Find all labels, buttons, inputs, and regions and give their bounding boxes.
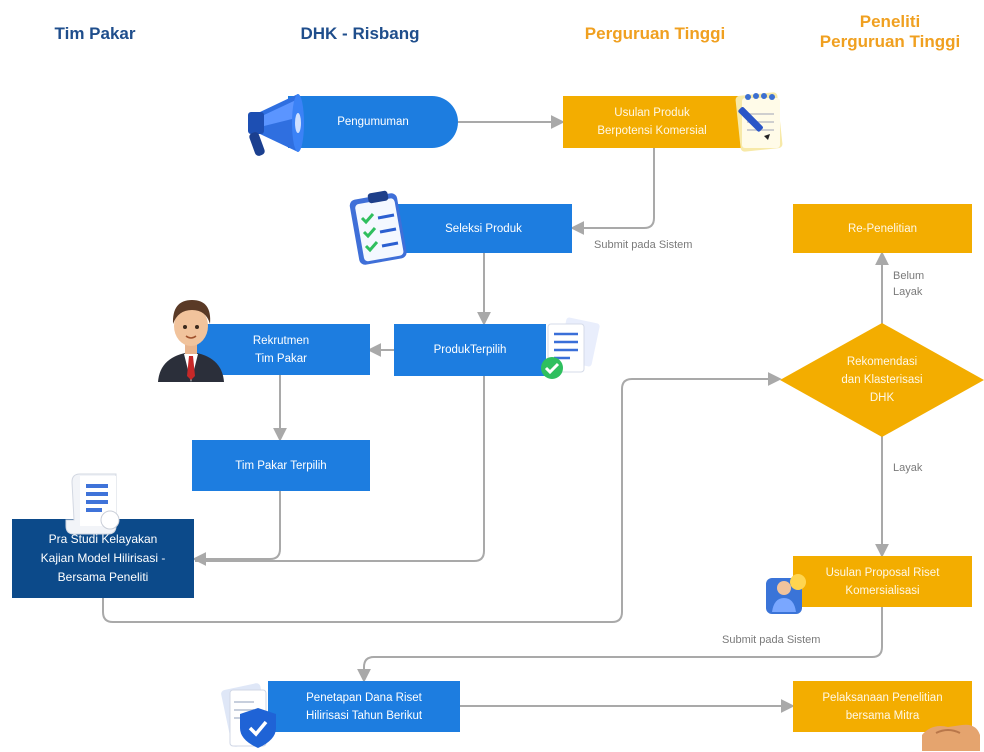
node-penetapan-line1: Penetapan Dana Riset [306,691,422,704]
node-seleksi-produk: Seleksi Produk [395,204,572,253]
node-pra-studi-line3: Bersama Peneliti [57,570,149,584]
node-re-penelitian-label: Re-Penelitian [847,222,918,235]
node-re-penelitian: Re-Penelitian [793,204,972,253]
handshake-icon [922,724,980,751]
edge-label-submit-1: Submit pada Sistem [594,239,693,251]
node-penetapan: Penetapan Dana Riset Hilirisasi Tahun Be… [268,681,460,732]
node-pra-studi-line1: Pra Studi Kelayakan [48,532,158,546]
researcher-icon [766,574,806,614]
node-usulan-proposal: Usulan Proposal Riset Komersialisasi [793,556,972,607]
edge-label-belum-layak: Belum Layak [893,268,924,300]
businessman-avatar-icon [158,300,224,382]
edge-label-layak: Layak [893,462,923,474]
shield-document-icon [221,683,276,748]
lane-header-peneliti: Peneliti Perguruan Tinggi [800,12,980,52]
megaphone-icon [248,94,304,156]
node-produk-terpilih: ProdukTerpilih [394,324,546,376]
node-rekrutmen-line2: Tim Pakar [255,352,307,365]
node-pra-studi-line2: Kajian Model Hilirisasi - [40,551,166,565]
edge-label-submit-2: Submit pada Sistem [722,634,821,646]
node-tim-pakar-terpilih: Tim Pakar Terpilih [192,440,370,491]
lane-header-tim-pakar: Tim Pakar [54,24,136,43]
node-produk-terpilih-label: ProdukTerpilih [433,344,507,356]
node-pra-studi: Pra Studi Kelayakan Kajian Model Hiliris… [12,519,194,598]
node-pengumuman: Pengumuman [288,96,458,148]
lane-header-peneliti-line1: Peneliti [859,12,921,31]
node-rekomendasi: Rekomendasi dan Klasterisasi DHK [810,345,954,415]
edge-label-belum-line2: Layak [893,286,923,298]
node-rekomendasi-line2: dan Klasterisasi [841,374,923,386]
lane-header-dhk-risbang: DHK - Risbang [300,24,420,43]
edge-prastudi-to-rekomendasi [102,372,782,623]
node-rekrutmen-line1: Rekrutmen [252,334,310,347]
node-rekomendasi-line3: DHK [869,392,895,404]
clipboard-checklist-icon [349,190,407,265]
node-usulan-produk-line2: Berpotensi Komersial [597,125,707,137]
node-penetapan-line2: Hilirisasi Tahun Berikut [305,709,423,722]
lane-header-perguruan-tinggi: Perguruan Tinggi [584,24,726,43]
node-rekomendasi-diamond [780,323,984,437]
documents-check-icon [541,317,600,379]
edge-usulan-to-seleksi [570,148,655,235]
node-rekrutmen: Rekrutmen Tim Pakar [192,324,370,375]
node-rekomendasi-line1: Rekomendasi [846,356,918,368]
node-usulan-produk: Usulan Produk Berpotensi Komersial [563,96,741,148]
receipt-scroll-icon [65,473,120,535]
node-pengumuman-label: Pengumuman [337,116,409,128]
edge-produk-to-prastudi [195,376,485,562]
node-pelaksanaan: Pelaksanaan Penelitian bersama Mitra [793,681,972,732]
node-usulan-proposal-line1: Usulan Proposal Riset [825,566,940,579]
node-usulan-produk-line1: Usulan Produk [614,107,690,119]
lane-header-peneliti-line2: Perguruan Tinggi [819,32,961,51]
notepad-icon [735,92,783,152]
edge-timpakar-to-prastudi [192,491,281,566]
node-pelaksanaan-line1: Pelaksanaan Penelitian [822,691,943,704]
node-usulan-proposal-line2: Komersialisasi [845,584,920,597]
node-seleksi-produk-label: Seleksi Produk [445,222,522,235]
node-pelaksanaan-line2: bersama Mitra [845,709,920,722]
node-tim-pakar-terpilih-label: Tim Pakar Terpilih [235,459,327,472]
edge-usulanproposal-to-penetapan [357,607,883,683]
edge-label-belum-line1: Belum [893,270,925,282]
